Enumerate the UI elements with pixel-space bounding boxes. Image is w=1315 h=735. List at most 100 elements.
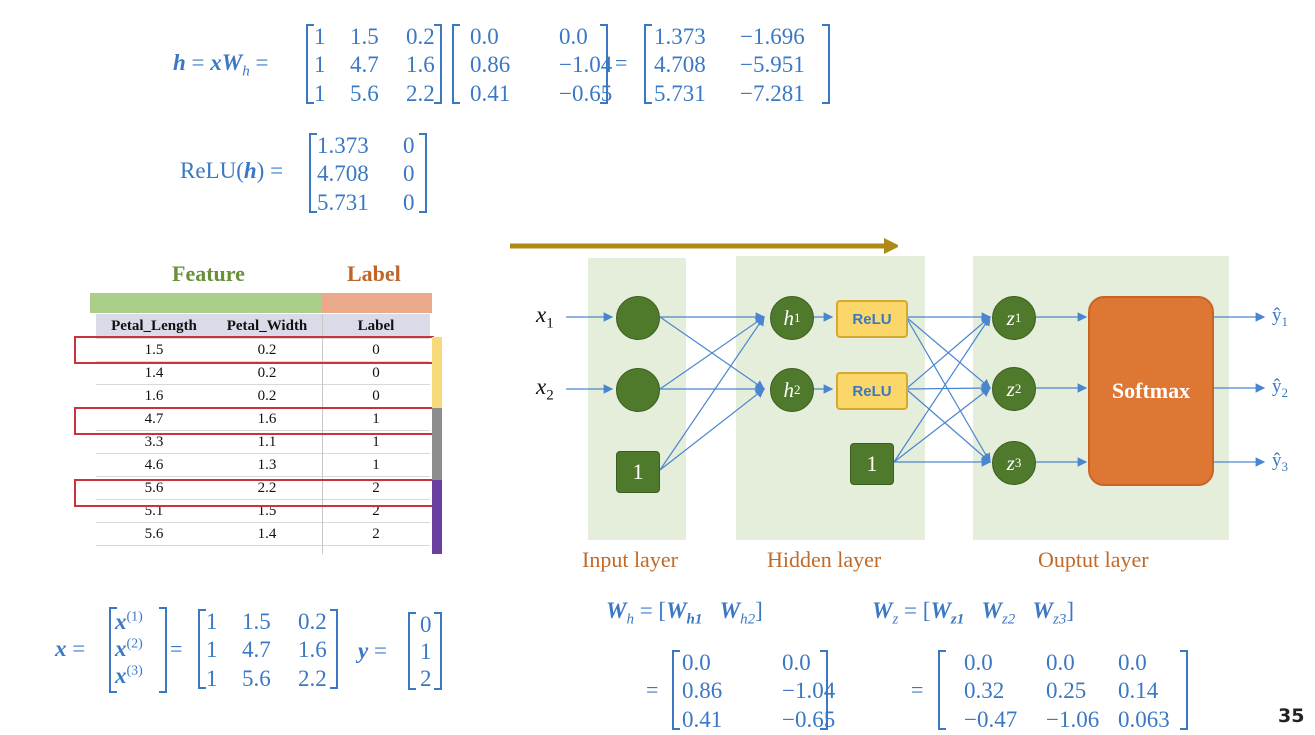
input-x1: x1 [536, 302, 554, 332]
eq1-x-cell: 1 [314, 24, 326, 49]
eq3-eq: = [72, 636, 86, 661]
wh-cell: −0.65 [782, 707, 836, 732]
eq1-wh-cell: 0.86 [470, 52, 511, 77]
wh-eq: = [ [639, 598, 667, 623]
wh-W: W [606, 598, 627, 623]
eq2-cell: 5.731 [317, 190, 369, 215]
feature-bar [90, 293, 322, 313]
wz-a-sub: z1 [950, 611, 965, 628]
eq1-wh-cell: −0.65 [559, 81, 613, 106]
eq2-relu-text: ReLU( [180, 158, 244, 183]
page-number: 35 [1278, 705, 1305, 727]
wh-sub: h [626, 611, 634, 628]
eq3-sup2: (2) [126, 636, 143, 652]
eq1-x-cell: 1 [314, 81, 326, 106]
eq3-cell: 1 [206, 666, 218, 691]
table-cell: 3.3 [96, 430, 212, 454]
eq3-sup1: (1) [126, 609, 143, 625]
table-cell: 0 [322, 361, 430, 385]
table-cell: 1.5 [96, 338, 212, 362]
eq3-eq2: = [170, 636, 183, 661]
table-cell: 1 [322, 453, 430, 477]
eq3-xvec: x(1) x(2) x(3) [109, 607, 167, 693]
wz-b-sub: z2 [1001, 611, 1016, 628]
flow-arrow [510, 238, 898, 254]
eq3-y: y = [358, 638, 387, 663]
table-cell: 1.4 [96, 361, 212, 385]
eq3-cell: 1 [206, 609, 218, 634]
col-petal-length: Petal_Length [96, 314, 212, 339]
wh-eq2: = [646, 677, 659, 702]
wh-cell: 0.0 [682, 650, 711, 675]
input-node-1 [616, 296, 660, 340]
table-cell: 0 [322, 338, 430, 362]
hidden-layer-label: Hidden layer [767, 547, 882, 572]
col-petal-width: Petal_Width [212, 314, 322, 339]
wz-a: W [930, 598, 951, 623]
eq3-cell: 4.7 [242, 637, 271, 662]
eq3-cell: 2.2 [298, 666, 327, 691]
table-cell: 1.4 [212, 522, 322, 546]
eq2-close: ) = [256, 158, 284, 183]
eq2-cell: 0 [403, 133, 415, 158]
eq3-x1: x [115, 609, 127, 634]
eq3-x: x = [55, 636, 85, 662]
eq1-x: x [210, 50, 222, 75]
wh-close: ] [755, 598, 763, 623]
eq3-cell: 1.5 [242, 609, 271, 634]
table-cell: 1.6 [212, 407, 322, 431]
wz-eq2: = [911, 677, 924, 702]
eq1-x-cell: 1.5 [350, 24, 379, 49]
table-cell: 5.6 [96, 476, 212, 500]
wz-eq: = [ [904, 598, 931, 623]
eq2-cell: 4.708 [317, 161, 369, 186]
yhat-3: ŷ3 [1272, 450, 1288, 474]
input-x2: x2 [536, 374, 554, 404]
eq3-sup3: (3) [126, 663, 143, 679]
wz-W: W [872, 598, 893, 623]
input-bias-node: 1 [616, 451, 660, 493]
eq1-result-cell: 5.731 [654, 81, 706, 106]
table-cell: 1 [322, 407, 430, 431]
eq3-x3: x [115, 663, 127, 688]
wh-cell: 0.41 [682, 707, 723, 732]
wz-b: W [981, 598, 1002, 623]
wh-cell: 0.86 [682, 678, 723, 703]
table-cell: 0.2 [212, 361, 322, 385]
wz-cell: 0.0 [1046, 650, 1075, 675]
eq3-cell: 5.6 [242, 666, 271, 691]
eq1-lhs: h = xWh = [173, 50, 269, 80]
eq3-y-label: y [358, 638, 369, 663]
wz-cell: 0.14 [1118, 678, 1159, 703]
eq1-result-cell: −7.281 [740, 81, 805, 106]
wh-a: W [666, 598, 687, 623]
class0-bar [432, 337, 442, 408]
softmax-box: Softmax [1088, 296, 1214, 486]
table-cell: 1 [322, 430, 430, 454]
table-cell: 0.2 [212, 384, 322, 408]
class1-bar [432, 408, 442, 480]
col-label: Label [322, 314, 430, 339]
eq1-x-cell: 5.6 [350, 81, 379, 106]
eq1-result-cell: −1.696 [740, 24, 805, 49]
wh-cell: −1.04 [782, 678, 836, 703]
eq1-eq: = [191, 50, 205, 75]
eq1-x-cell: 0.2 [406, 24, 435, 49]
eq1-x-cell: 1 [314, 52, 326, 77]
eq3-cell: 0.2 [298, 609, 327, 634]
table-cell: 0.2 [212, 338, 322, 362]
